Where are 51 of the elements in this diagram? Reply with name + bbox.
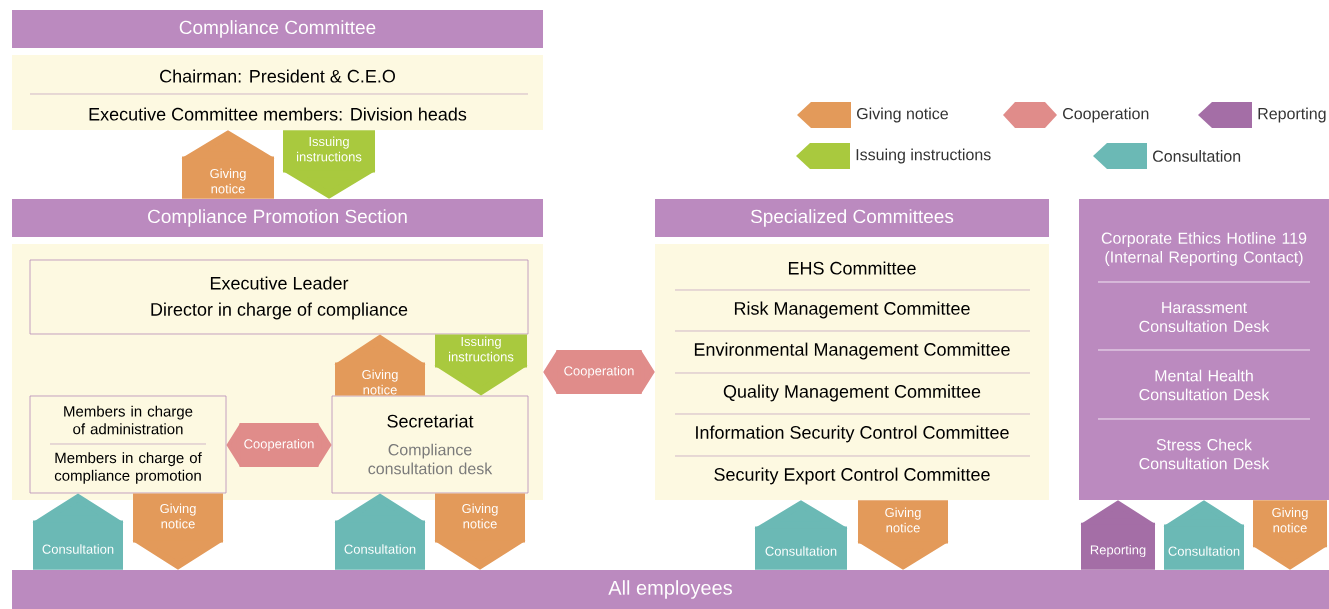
secretariat-box xyxy=(331,395,529,494)
edge-label: Giving notice xyxy=(1272,507,1308,533)
committee-text: Information Security Control Committee xyxy=(696,425,1009,443)
edge-label: Giving notice xyxy=(160,503,196,529)
edge-label: Consultation xyxy=(765,546,837,556)
desk-text: Stress Check Consultation Desk xyxy=(1139,438,1270,470)
committee-text: Quality Management Committee xyxy=(723,384,981,402)
desk-text: Harassment Consultation Desk xyxy=(1139,301,1270,333)
panel-heading: Specialized Committees xyxy=(750,209,954,227)
legend-text: Reporting xyxy=(1258,107,1326,123)
edge-label: Giving notice xyxy=(462,503,498,529)
legend-text: Consultation xyxy=(1153,150,1241,162)
edge-label: Cooperation xyxy=(564,365,634,379)
desk-text: Compliance consultation desk xyxy=(368,443,493,475)
leader-text: Director in charge of compliance xyxy=(151,302,408,320)
edge-label: Issuing instructions xyxy=(449,336,514,362)
member-text: Members in charge of compliance promotion xyxy=(54,452,202,484)
secretariat-text: Secretariat xyxy=(387,414,474,428)
band-text: All employees xyxy=(608,580,732,599)
committee-panel xyxy=(12,10,543,130)
block-arrow xyxy=(226,422,332,468)
block-arrow xyxy=(543,349,655,395)
member-text: Chairman: President & C.E.O xyxy=(160,69,395,83)
edge-label: Giving notice xyxy=(362,369,398,395)
legend-text: Giving notice xyxy=(857,107,948,123)
panel-heading: Compliance Committee xyxy=(179,20,376,38)
member-text: Executive Committee members: Division heads xyxy=(89,107,467,121)
edge-label: Reporting xyxy=(1090,544,1146,558)
committee-panel xyxy=(655,199,1049,500)
edge-label: Consultation xyxy=(42,544,114,554)
members-box xyxy=(29,395,227,494)
employees-band xyxy=(12,570,1329,609)
committee-text: Environmental Management Committee xyxy=(694,342,1010,360)
edge-label: Giving notice xyxy=(885,507,921,533)
edge-label: Issuing instructions xyxy=(297,136,362,162)
committee-text: Security Export Control Committee xyxy=(714,467,990,485)
leader-text: Executive Leader xyxy=(210,276,349,290)
committee-text: Risk Management Committee xyxy=(734,301,970,319)
edge-label: Giving notice xyxy=(210,168,246,194)
panel-heading: Compliance Promotion Section xyxy=(148,209,407,227)
desk-text: Mental Health Consultation Desk xyxy=(1139,369,1270,401)
desk-text: Corporate Ethics Hotline 119 (Internal Reporting Contact) xyxy=(1101,232,1307,266)
legend-text: Cooperation xyxy=(1063,107,1149,123)
edge-label: Cooperation xyxy=(244,438,314,452)
hotline-panel xyxy=(1079,199,1329,500)
committee-text: EHS Committee xyxy=(788,261,916,275)
leader-box xyxy=(29,259,529,335)
legend-text: Issuing instructions xyxy=(856,148,991,164)
member-text: Members in charge of administration xyxy=(64,405,193,435)
edge-label: Consultation xyxy=(1168,546,1240,556)
edge-label: Consultation xyxy=(344,544,416,554)
